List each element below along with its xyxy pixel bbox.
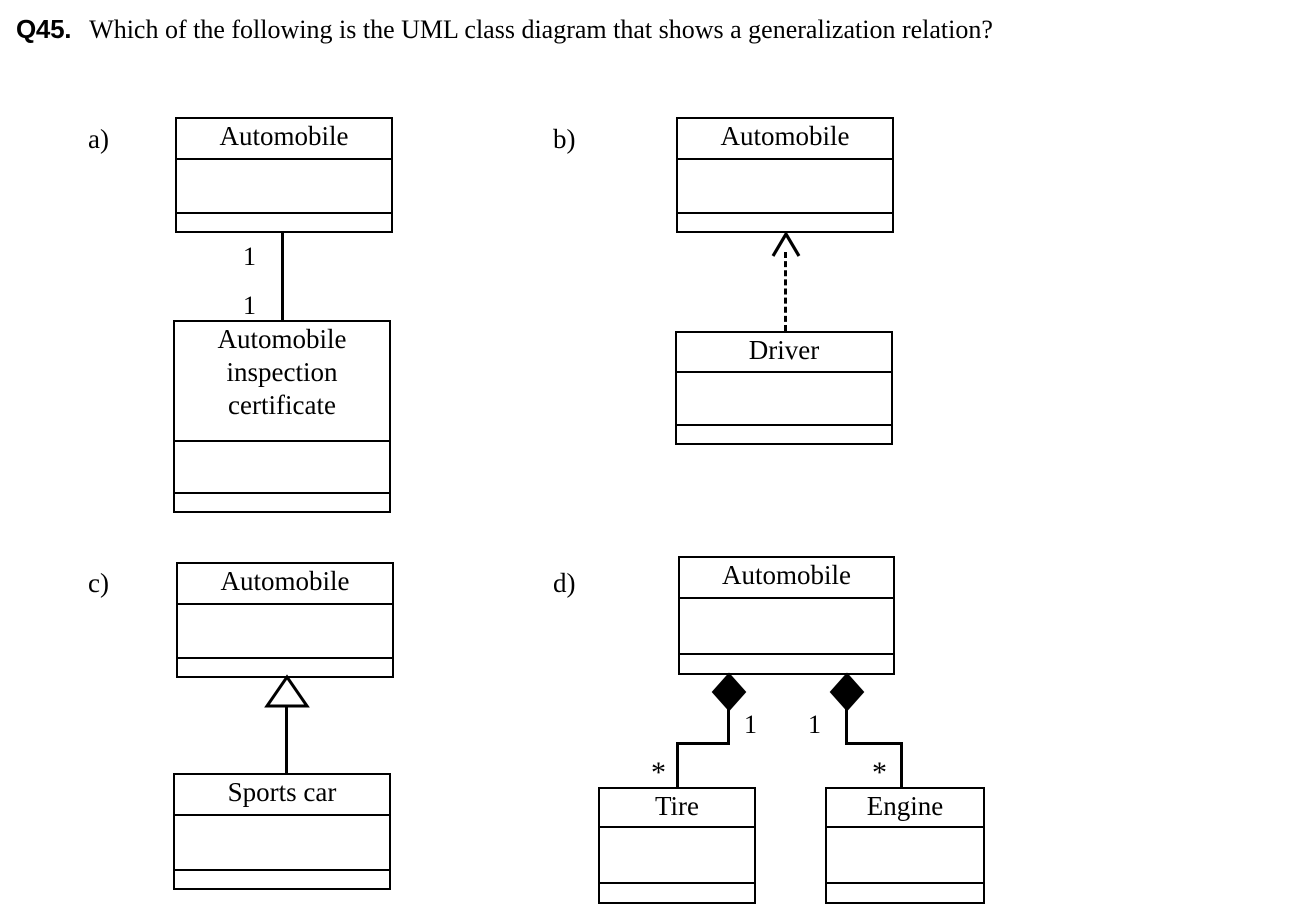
class-box-b-automobile: Automobile bbox=[676, 117, 894, 233]
class-attributes-a-certificate bbox=[175, 442, 389, 494]
association-line-a bbox=[281, 231, 284, 321]
class-operations-d-tire bbox=[600, 884, 754, 903]
multiplicity-d-tire-one: 1 bbox=[744, 710, 757, 739]
class-name-c-automobile: Automobile bbox=[178, 564, 392, 605]
class-box-b-driver: Driver bbox=[675, 331, 893, 445]
class-box-d-automobile: Automobile bbox=[678, 556, 895, 675]
composition-line-d-engine-upper bbox=[845, 708, 848, 745]
class-operations-d-automobile bbox=[680, 655, 893, 674]
class-attributes-d-automobile bbox=[680, 599, 893, 655]
class-attributes-d-tire bbox=[600, 828, 754, 884]
composition-line-d-tire-lower bbox=[676, 742, 679, 794]
option-letter-b: b) bbox=[553, 124, 576, 154]
class-name-c-sportscar: Sports car bbox=[175, 775, 389, 816]
dependency-dashed-line-b bbox=[784, 252, 787, 331]
open-arrowhead-icon-b bbox=[771, 230, 801, 257]
class-operations-c-automobile bbox=[178, 659, 392, 677]
multiplicity-a-bottom: 1 bbox=[243, 291, 256, 320]
filled-diamond-icon-d-tire bbox=[711, 672, 747, 712]
option-letter-d: d) bbox=[553, 568, 576, 598]
option-letter-a: a) bbox=[88, 124, 109, 154]
class-box-d-tire: Tire bbox=[598, 787, 756, 904]
composition-line-d-tire-jog bbox=[676, 742, 730, 745]
class-operations-c-sportscar bbox=[175, 871, 389, 889]
multiplicity-d-engine-one: 1 bbox=[808, 710, 821, 739]
option-letter-c: c) bbox=[88, 568, 109, 598]
class-attributes-c-automobile bbox=[178, 605, 392, 659]
class-box-c-automobile: Automobile bbox=[176, 562, 394, 678]
class-name-d-engine: Engine bbox=[827, 789, 983, 828]
class-attributes-b-automobile bbox=[678, 160, 892, 214]
multiplicity-d-tire-star: * bbox=[651, 756, 666, 789]
class-name-b-driver: Driver bbox=[677, 333, 891, 373]
class-attributes-d-engine bbox=[827, 828, 983, 884]
class-box-a-automobile: Automobile bbox=[175, 117, 393, 233]
filled-diamond-icon-d-engine bbox=[829, 672, 865, 712]
generalization-line-c bbox=[285, 706, 288, 782]
class-name-d-tire: Tire bbox=[600, 789, 754, 828]
class-attributes-c-sportscar bbox=[175, 816, 389, 871]
hollow-triangle-arrowhead-icon-c bbox=[264, 674, 310, 708]
composition-line-d-tire-upper bbox=[727, 708, 730, 745]
multiplicity-d-engine-star: * bbox=[872, 756, 887, 789]
composition-line-d-engine-jog bbox=[845, 742, 903, 745]
class-name-b-automobile: Automobile bbox=[678, 119, 892, 160]
composition-line-d-engine-lower bbox=[900, 742, 903, 794]
class-box-d-engine: Engine bbox=[825, 787, 985, 904]
class-operations-b-driver bbox=[677, 426, 891, 443]
class-attributes-b-driver bbox=[677, 373, 891, 426]
class-box-c-sportscar: Sports car bbox=[173, 773, 391, 890]
class-operations-a-automobile bbox=[177, 214, 391, 232]
question-number: Q45. bbox=[16, 14, 72, 44]
class-attributes-a-automobile bbox=[177, 160, 391, 214]
class-name-d-automobile: Automobile bbox=[680, 558, 893, 599]
class-name-a-automobile: Automobile bbox=[177, 119, 391, 160]
class-operations-a-certificate bbox=[175, 494, 389, 511]
class-name-a-certificate: Automobile inspection certificate bbox=[175, 322, 389, 442]
question-text: Which of the following is the UML class … bbox=[89, 15, 993, 44]
multiplicity-a-top: 1 bbox=[243, 242, 256, 271]
class-box-a-certificate: Automobile inspection certificate bbox=[173, 320, 391, 513]
question-header: Q45. Which of the following is the UML cl… bbox=[16, 14, 993, 45]
class-operations-d-engine bbox=[827, 884, 983, 903]
class-operations-b-automobile bbox=[678, 214, 892, 232]
